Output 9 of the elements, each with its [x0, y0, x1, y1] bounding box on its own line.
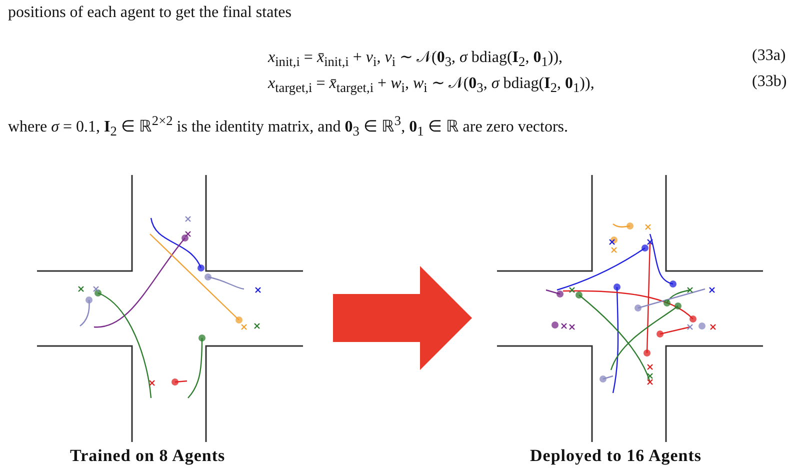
block-arrow [333, 266, 472, 370]
panel-caption: Deployed to 16 Agents [530, 446, 702, 466]
equation: x$_{init,i}$ = x̄$_{init,i}$ + v$_{i}$, v$_{i}$ ∼ 𝒩(0$_{3}$, σ bdiag(I$_{2}$, 0$_{1}$)), [268, 48, 563, 70]
equation-number: (33a) [752, 47, 786, 65]
equation: x$_{target,i}$ = x̄$_{target,i}$ + w$_{i}$, w$_{i}$ ∼ 𝒩(0$_{3}$, σ bdiag(I$_{2}$, 0$_{1}$)), [268, 74, 594, 96]
body-text: where σ = 0.1, I$_{2}$ ∈ ℝ$^{2×2}$ is the identity matrix, and 0$_{3}$ ∈ ℝ$^{3}$, 0$_{1}$ ∈ ℝ are zero vectors. [8, 113, 568, 140]
body-text: positions of each agent to get the final states [8, 4, 292, 22]
equation-number: (33b) [752, 73, 787, 91]
panel-caption: Trained on 8 Agents [70, 446, 226, 466]
